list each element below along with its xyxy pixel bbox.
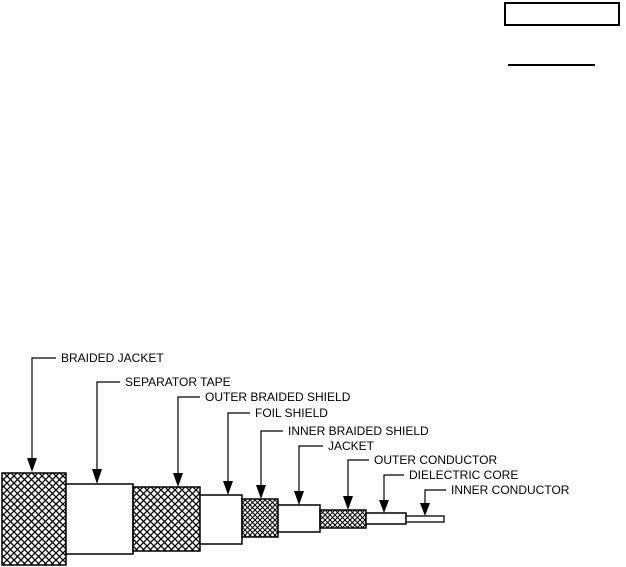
outer-braided-shield-layer (132, 486, 201, 552)
arrowhead-separator-tape (92, 469, 102, 484)
leader-outer-braided-shield (177, 396, 200, 475)
label-separator-tape: SEPARATOR TAPE (125, 375, 231, 389)
leader-inner-braided-shield (260, 430, 283, 489)
leader-jacket (298, 445, 323, 495)
leader-outer-conductor (347, 459, 369, 500)
inner-braided-shield-layer (241, 498, 279, 538)
label-foil-shield: FOIL SHIELD (255, 406, 328, 420)
leader-braided-jacket (31, 357, 56, 462)
outer-conductor-layer (319, 509, 367, 529)
braided-jacket-layer (1, 472, 67, 566)
arrowhead-inner-conductor (420, 503, 430, 516)
leader-separator-tape (96, 381, 120, 472)
dielectric-core-layer (365, 512, 407, 525)
arrowhead-outer-conductor (343, 496, 353, 510)
foil-shield-layer (199, 494, 243, 545)
leader-inner-conductor (424, 489, 446, 506)
jacket-layer (277, 504, 321, 533)
label-braided-jacket: BRAIDED JACKET (61, 351, 164, 365)
leader-dielectric-core (383, 474, 404, 503)
arrowhead-braided-jacket (27, 458, 37, 472)
blank-underline (508, 64, 595, 66)
arrowhead-foil-shield (223, 481, 233, 495)
label-outer-conductor: OUTER CONDUCTOR (374, 453, 497, 467)
arrowhead-dielectric-core (379, 500, 389, 513)
arrowhead-jacket (294, 491, 304, 505)
label-inner-braided-shield: INNER BRAIDED SHIELD (288, 424, 429, 438)
leader-foil-shield (227, 412, 250, 484)
label-dielectric-core: DIELECTRIC CORE (409, 468, 518, 482)
separator-tape-layer (65, 483, 134, 555)
inner-conductor-layer (405, 515, 445, 523)
label-outer-braided-shield: OUTER BRAIDED SHIELD (205, 390, 351, 404)
label-jacket: JACKET (328, 439, 375, 453)
arrowhead-outer-braided-shield (173, 473, 183, 487)
label-inner-conductor: INNER CONDUCTOR (451, 483, 570, 497)
arrowhead-inner-braided-shield (256, 485, 266, 499)
blank-title-box (504, 2, 620, 26)
